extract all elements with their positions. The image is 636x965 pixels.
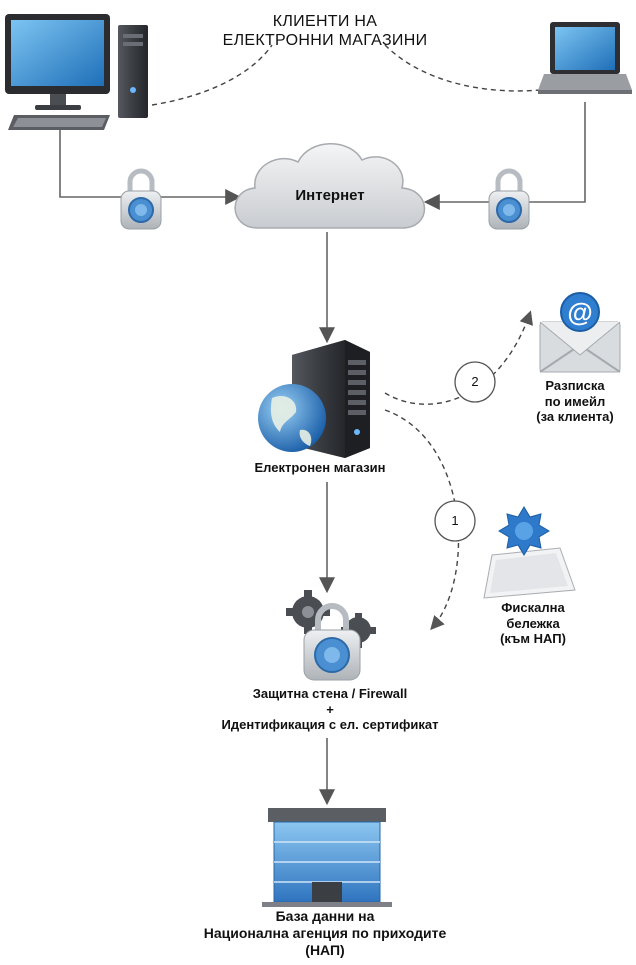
step-1-label: 1 <box>451 513 459 528</box>
desktop-computer-icon <box>5 14 148 130</box>
gears-lock-icon <box>286 590 376 681</box>
firewall-label-line3: Идентификация с ел. сертификат <box>221 717 439 733</box>
database-label: База данни на Национална агенция по прих… <box>160 908 490 958</box>
svg-text:@: @ <box>567 297 592 327</box>
desktop-dashed-curve <box>151 44 273 106</box>
email-envelope-icon: @ <box>539 292 621 373</box>
receipt-label: Разписка по имейл (за клиента) <box>520 378 630 425</box>
padlock-icon-left <box>120 168 162 230</box>
certificate-seal-icon <box>483 506 576 599</box>
laptop-icon <box>538 22 632 94</box>
globe-icon <box>258 384 326 452</box>
dashed-connectors <box>151 44 541 631</box>
database-label-line1: База данни на <box>275 908 375 924</box>
connectors <box>59 102 586 806</box>
clients-label-line2: ЕЛЕКТРОННИ МАГАЗИНИ <box>222 32 428 50</box>
padlock-icon-right <box>488 168 530 230</box>
laptop-to-internet-line <box>423 102 586 210</box>
building-icon <box>262 808 392 907</box>
fiscal-label-line2: бележка <box>506 615 560 631</box>
clients-label-line1: КЛИЕНТИ НА <box>272 13 378 30</box>
laptop-dashed-curve <box>384 44 541 92</box>
desktop-to-internet-line <box>59 130 242 205</box>
step-2-circle <box>454 361 496 403</box>
receipt-label-line1: Разписка <box>545 378 605 393</box>
fiscal-label-line1: Фискална <box>501 600 565 615</box>
clients-label: КЛИЕНТИ НА ЕЛЕКТРОННИ МАГАЗИНИ <box>200 12 450 50</box>
step-2-label: 2 <box>471 374 479 389</box>
database-label-line3: (НАП) <box>305 941 345 958</box>
receipt-label-line2: по имейл <box>544 393 606 409</box>
firewall-label: Защитна стена / Firewall + Идентификация… <box>190 686 470 733</box>
shop-to-nap-curve <box>384 409 460 631</box>
fiscal-label-line3: (към НАП) <box>500 631 566 647</box>
firewall-label-line2: + <box>326 701 334 717</box>
fiscal-label: Фискална бележка (към НАП) <box>478 600 588 647</box>
receipt-label-line3: (за клиента) <box>536 409 614 425</box>
shop-label: Електронен магазин <box>254 460 386 475</box>
cloud-icon <box>234 143 426 229</box>
step-1-circle <box>434 500 476 542</box>
firewall-label-line1: Защитна стена / Firewall <box>252 686 408 701</box>
database-label-line2: Национална агенция по приходите <box>203 924 447 941</box>
internet-label: Интернет <box>295 187 365 204</box>
